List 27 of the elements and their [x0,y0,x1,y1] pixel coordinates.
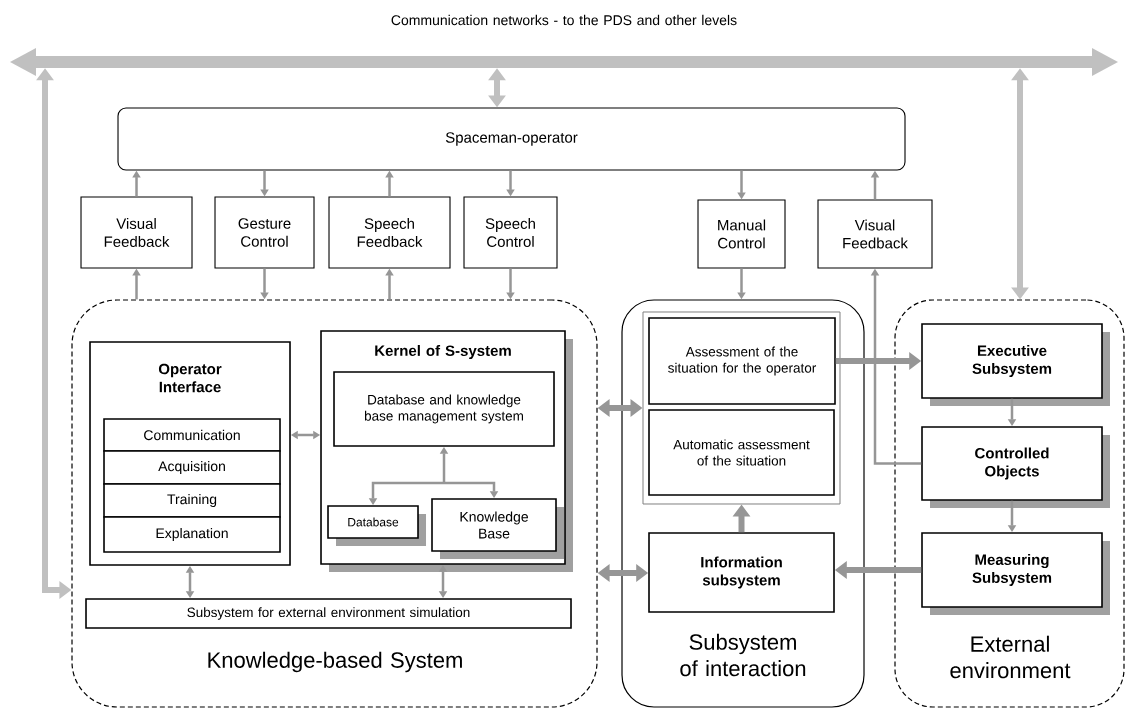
shadowed-box: Controlled Objects [921,426,1110,508]
shadowed-box: Executive Subsystem [921,323,1110,406]
shadowed-box: Database [327,505,426,546]
process-box: Information subsystem [648,532,835,613]
process-box: Gesture Control [214,196,315,269]
process-box: Speech Feedback [328,196,451,269]
list-row: Training [103,483,281,518]
region-label: Knowledge-based System [208,651,462,673]
heading: Communication networks - to the PDS and other levels [391,14,737,26]
shadowed-box: Knowledge Base [431,498,564,559]
process-box: Assessment of the situation for the operator [648,317,836,405]
region-label: Subsystem of interaction [680,633,806,677]
list-row: Communication [103,418,281,452]
list-row: Acquisition [103,450,281,485]
region-label: External environment [950,635,1071,679]
process-box: Subsystem for external environment simulation [85,598,572,629]
node-label: Knowledge Base [460,511,529,539]
shadowed-box: Measuring Subsystem [921,532,1110,615]
list-row: Explanation [103,516,281,553]
process-box: Manual Control [697,199,786,269]
process-box: Speech Control [463,196,558,269]
process-box: Automatic assessment of the situation [648,409,835,496]
process-box: Visual Feedback [80,196,193,269]
rounded-box: Spaceman-operator [117,107,906,171]
process-box: Visual Feedback [817,199,933,269]
frame-box [642,311,841,505]
process-box: Database and knowledge base management system [333,371,555,447]
